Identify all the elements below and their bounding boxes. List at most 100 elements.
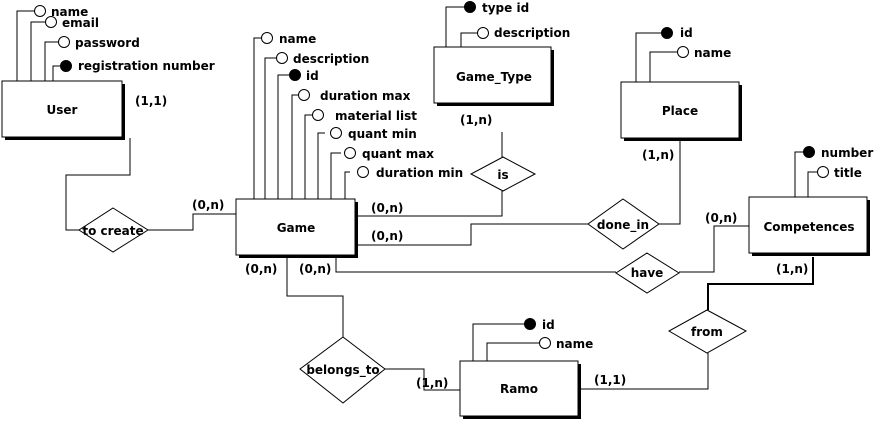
attribute-label: registration number xyxy=(78,59,215,73)
cardinality-label: (1,1) xyxy=(594,373,626,387)
relationship-is[interactable]: is xyxy=(469,156,537,192)
attr-line xyxy=(330,152,341,199)
attribute-label: id xyxy=(542,318,555,332)
line-belongs-to-ramo xyxy=(385,368,460,391)
attribute-dot xyxy=(477,27,489,39)
attr-line xyxy=(794,151,804,197)
attr-line xyxy=(291,94,298,199)
attribute-dot xyxy=(261,32,273,44)
cardinality-label: (1,n) xyxy=(776,262,808,276)
relationship-from[interactable]: from xyxy=(667,309,748,354)
key-attribute-dot xyxy=(289,69,301,81)
attr-line xyxy=(486,342,540,361)
cardinality-label: (0,n) xyxy=(371,229,403,243)
attr-line xyxy=(460,32,477,47)
attribute-label: number xyxy=(821,146,873,160)
cardinality-label: (0,n) xyxy=(705,211,737,225)
relationship-label: to create xyxy=(82,224,143,238)
attribute-label: id xyxy=(680,26,693,40)
attribute-label: email xyxy=(62,16,99,30)
attribute-dot xyxy=(45,16,57,28)
entity-ramo[interactable]: Ramo xyxy=(459,360,581,419)
attr-line xyxy=(649,51,677,82)
place-attributes: id name xyxy=(635,26,731,82)
entity-user[interactable]: User xyxy=(1,80,125,140)
attribute-dot xyxy=(58,36,70,48)
attr-line xyxy=(472,323,525,361)
cardinalities: (1,1) (0,n) (0,n) (1,n) (0,n) (1,n) (0,n… xyxy=(135,94,808,390)
attribute-dot xyxy=(677,46,689,58)
relationship-belongs-to[interactable]: belongs_to xyxy=(299,336,386,404)
cardinality-label: (0,n) xyxy=(371,201,403,215)
entity-label: Ramo xyxy=(500,382,538,396)
attribute-dot xyxy=(276,52,288,64)
attribute-dot xyxy=(344,147,356,159)
line-done-in-place xyxy=(659,139,681,225)
cardinality-label: (1,n) xyxy=(642,148,674,162)
entity-label: User xyxy=(47,103,78,117)
relationship-to-create[interactable]: to create xyxy=(78,207,149,253)
attribute-dot xyxy=(357,166,369,178)
line-game-belongs-to xyxy=(286,255,344,337)
attr-line xyxy=(264,57,276,199)
attribute-dot xyxy=(330,127,342,139)
line-from-ramo xyxy=(579,353,709,390)
attr-line xyxy=(635,32,662,82)
key-attribute-dot xyxy=(524,318,536,330)
entity-label: Competences xyxy=(763,220,854,234)
attr-line xyxy=(16,10,35,81)
entity-game-type[interactable]: Game_Type xyxy=(433,46,554,106)
cardinality-label: (0,n) xyxy=(245,262,277,276)
attr-line xyxy=(304,114,312,199)
entity-label: Game_Type xyxy=(456,70,532,85)
attribute-label: description xyxy=(494,26,570,40)
attribute-label: duration max xyxy=(320,89,411,103)
user-attributes: name email password registration number xyxy=(16,5,215,81)
attribute-label: name xyxy=(694,46,731,60)
entity-game[interactable]: Game xyxy=(235,198,358,258)
relationship-label: is xyxy=(497,168,508,182)
relationship-label: from xyxy=(691,325,723,339)
entity-label: Game xyxy=(277,221,316,235)
key-attribute-dot xyxy=(803,146,815,158)
line-user-to-create xyxy=(65,138,131,231)
attribute-dot xyxy=(34,5,46,17)
relationship-done-in[interactable]: done_in xyxy=(587,198,660,250)
line-competences-from xyxy=(707,257,814,310)
game-attributes: name description id duration max materia… xyxy=(253,32,463,199)
relationship-label: belongs_to xyxy=(306,363,379,378)
game-type-attributes: type id description xyxy=(445,1,570,47)
line-have-competences xyxy=(679,225,749,273)
cardinality-label: (0,n) xyxy=(192,198,224,212)
attribute-dot xyxy=(312,109,324,121)
cardinality-label: (1,n) xyxy=(416,376,448,390)
attr-line xyxy=(344,171,350,199)
attribute-label: title xyxy=(834,166,862,180)
relationship-label: have xyxy=(631,266,664,280)
attr-line xyxy=(253,37,262,199)
entity-place[interactable]: Place xyxy=(620,81,742,141)
key-attribute-dot xyxy=(661,27,673,39)
attribute-label: type id xyxy=(482,1,529,15)
attribute-dot xyxy=(298,89,310,101)
attribute-label: quant min xyxy=(348,127,417,141)
attribute-label: description xyxy=(293,52,369,66)
attribute-label: duration min xyxy=(376,166,463,180)
cardinality-label: (1,1) xyxy=(135,94,167,108)
entity-label: Place xyxy=(662,104,698,118)
line-game-done-in xyxy=(355,223,588,246)
attribute-dot xyxy=(817,166,829,178)
cardinality-label: (1,n) xyxy=(460,113,492,127)
line-game-have xyxy=(335,255,616,273)
attr-line xyxy=(52,65,61,81)
key-attribute-dot xyxy=(464,1,476,13)
key-attribute-dot xyxy=(60,60,72,72)
competences-attributes: number title xyxy=(794,146,873,197)
attribute-label: quant max xyxy=(362,147,434,161)
attr-line xyxy=(44,41,59,81)
attribute-label: password xyxy=(75,36,140,50)
attr-line xyxy=(317,132,325,199)
relationship-have[interactable]: have xyxy=(615,252,680,294)
entity-competences[interactable]: Competences xyxy=(748,196,870,256)
